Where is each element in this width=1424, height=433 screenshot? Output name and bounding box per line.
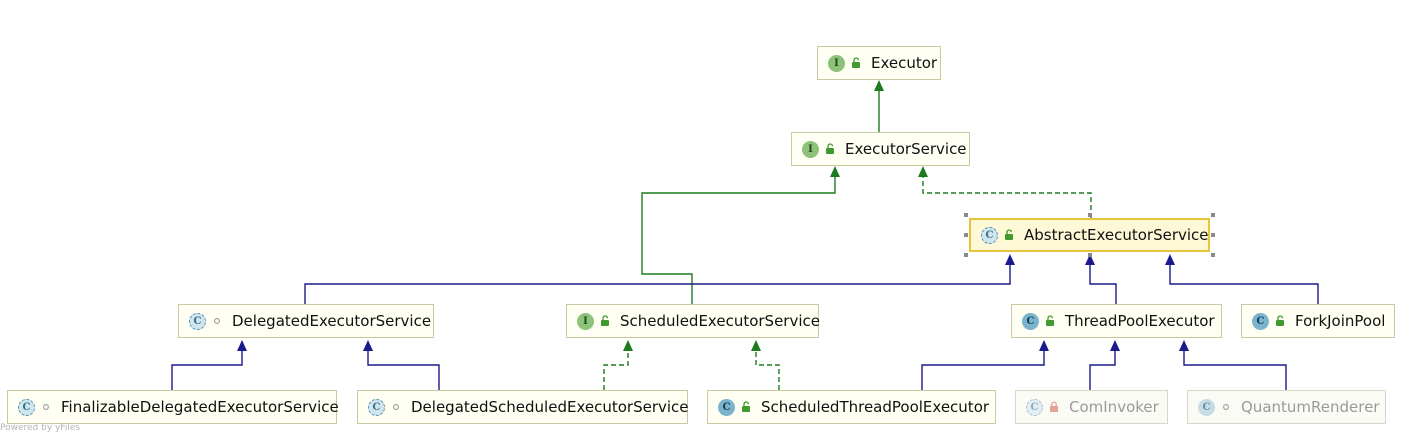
package-visibility-icon <box>212 315 222 327</box>
node-quantumrenderer[interactable]: C QuantumRenderer <box>1187 390 1386 424</box>
node-label: ForkJoinPool <box>1295 312 1386 330</box>
package-visibility-icon <box>391 401 401 413</box>
node-label: ExecutorService <box>845 140 967 158</box>
arrowhead-scheduledexecutorservice-to-executorservice <box>830 166 840 177</box>
node-label: FinalizableDelegatedExecutorService <box>61 398 339 416</box>
interface-icon: I <box>577 312 594 330</box>
node-finalizabledelegatedexecutorservice[interactable]: C FinalizableDelegatedExecutorService <box>7 390 339 424</box>
class-icon: C <box>718 398 735 416</box>
public-visibility-icon <box>1045 315 1055 327</box>
arrowhead-abstractexecutorservice-to-executorservice <box>918 166 928 177</box>
arrowhead-executorservice-to-executor <box>874 80 884 91</box>
edge-scheduledthreadpoolexecutor-to-threadpoolexecutor <box>921 350 1045 390</box>
node-label: DelegatedScheduledExecutorService <box>411 398 689 416</box>
private-visibility-icon <box>1049 401 1059 413</box>
node-threadpoolexecutor[interactable]: C ThreadPoolExecutor <box>1011 304 1222 338</box>
selection-handle[interactable] <box>1211 253 1215 257</box>
node-executor[interactable]: I Executor <box>817 46 941 80</box>
arrowhead-delegatedexecutorservice-to-abstractexecutorservice <box>1005 254 1015 265</box>
powered-by-footer: Powered by yFiles <box>0 423 81 433</box>
arrowhead-threadpoolexecutor-to-abstractexecutorservice <box>1085 254 1095 265</box>
edge-delegatedexecutorservice-to-abstractexecutorservice <box>304 264 1011 304</box>
public-visibility-icon <box>600 315 610 327</box>
node-delegatedscheduledexecutorservice[interactable]: C DelegatedScheduledExecutorService <box>357 390 689 424</box>
edge-delegatedscheduledexecutorservice-to-scheduledexecutorservice <box>603 350 629 390</box>
arrowhead-quantumrenderer-to-threadpoolexecutor <box>1179 340 1189 351</box>
public-visibility-icon <box>851 57 861 69</box>
selection-handle[interactable] <box>1211 213 1215 217</box>
node-cominvoker[interactable]: C ComInvoker <box>1015 390 1168 424</box>
node-label: QuantumRenderer <box>1241 398 1380 416</box>
arrowhead-finalizabledelegatedexecutorservice-to-delegatedexecutorservice <box>237 340 247 351</box>
node-label: DelegatedExecutorService <box>232 312 432 330</box>
interface-icon: I <box>828 54 845 72</box>
edge-cominvoker-to-threadpoolexecutor <box>1089 350 1116 390</box>
abstract-class-icon: C <box>368 398 385 416</box>
class-icon: C <box>1198 398 1215 416</box>
node-label: ScheduledExecutorService <box>620 312 820 330</box>
public-visibility-icon <box>825 143 835 155</box>
edge-abstractexecutorservice-to-executorservice <box>922 168 1092 218</box>
abstract-class-icon: C <box>18 398 35 416</box>
edge-finalizabledelegatedexecutorservice-to-delegatedexecutorservice <box>171 350 243 390</box>
public-visibility-icon <box>1275 315 1285 327</box>
interface-icon: I <box>802 140 819 158</box>
node-label: ThreadPoolExecutor <box>1065 312 1215 330</box>
abstract-class-icon: C <box>981 226 998 244</box>
arrowhead-scheduledthreadpoolexecutor-to-scheduledexecutorservice <box>751 340 761 351</box>
public-visibility-icon <box>1004 229 1014 241</box>
arrowhead-scheduledthreadpoolexecutor-to-threadpoolexecutor <box>1039 340 1049 351</box>
class-icon: C <box>1252 312 1269 330</box>
edge-scheduledthreadpoolexecutor-to-scheduledexecutorservice <box>755 350 780 390</box>
abstract-class-icon: C <box>189 312 206 330</box>
node-executorservice[interactable]: I ExecutorService <box>791 132 970 166</box>
arrowhead-forkjoinpool-to-abstractexecutorservice <box>1165 254 1175 265</box>
selection-handle[interactable] <box>1211 233 1215 237</box>
selection-handle[interactable] <box>964 253 968 257</box>
edge-delegatedscheduledexecutorservice-to-delegatedexecutorservice <box>367 350 440 390</box>
node-scheduledthreadpoolexecutor[interactable]: C ScheduledThreadPoolExecutor <box>707 390 996 424</box>
node-label: ScheduledThreadPoolExecutor <box>761 398 990 416</box>
edge-quantumrenderer-to-threadpoolexecutor <box>1183 350 1287 390</box>
selection-handle[interactable] <box>1087 213 1092 217</box>
arrowhead-delegatedscheduledexecutorservice-to-scheduledexecutorservice <box>623 340 633 351</box>
edge-forkjoinpool-to-abstractexecutorservice <box>1169 264 1319 304</box>
node-forkjoinpool[interactable]: C ForkJoinPool <box>1241 304 1395 338</box>
public-visibility-icon <box>741 401 751 413</box>
node-scheduledexecutorservice[interactable]: I ScheduledExecutorService <box>566 304 820 338</box>
package-visibility-icon <box>41 401 51 413</box>
selection-handle[interactable] <box>964 213 968 217</box>
class-icon: C <box>1022 312 1039 330</box>
node-delegatedexecutorservice[interactable]: C DelegatedExecutorService <box>178 304 434 338</box>
arrowhead-delegatedscheduledexecutorservice-to-delegatedexecutorservice <box>363 340 373 351</box>
selection-handle[interactable] <box>964 233 968 237</box>
edge-threadpoolexecutor-to-abstractexecutorservice <box>1089 264 1117 304</box>
arrowhead-cominvoker-to-threadpoolexecutor <box>1110 340 1120 351</box>
edge-scheduledexecutorservice-to-executorservice <box>641 168 836 304</box>
node-label: ComInvoker <box>1069 398 1159 416</box>
selection-handle[interactable] <box>1087 253 1092 257</box>
node-label: Executor <box>871 54 938 72</box>
abstract-class-icon: C <box>1026 398 1043 416</box>
package-visibility-icon <box>1221 401 1231 413</box>
node-abstractexecutorservice[interactable]: C AbstractExecutorService <box>969 218 1210 252</box>
node-label: AbstractExecutorService <box>1024 226 1209 244</box>
